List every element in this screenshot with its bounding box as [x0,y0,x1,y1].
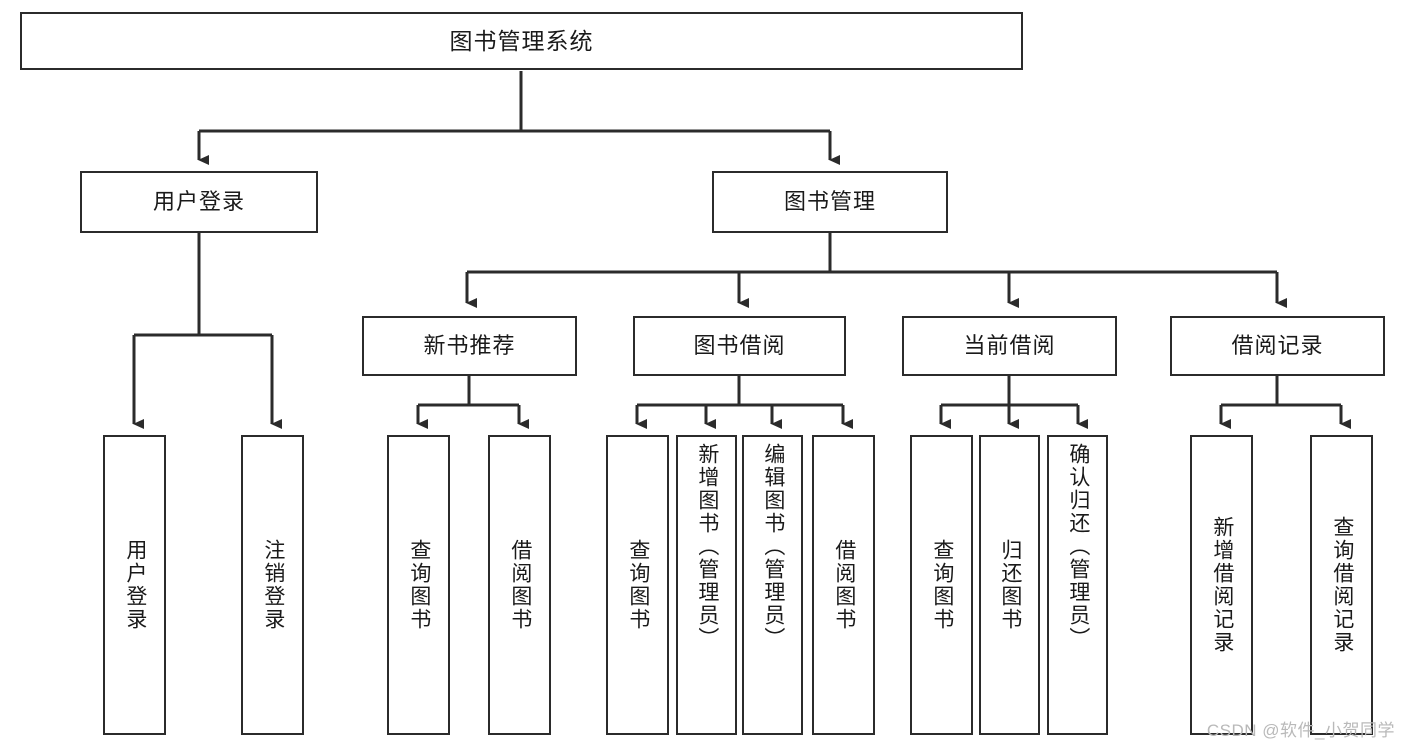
node-current-borrow[interactable]: 当前借阅 [902,316,1117,376]
node-label: 新增借阅记录 [1210,516,1234,654]
node-new-book-recommend[interactable]: 新书推荐 [362,316,577,376]
leaf-logout-login[interactable]: 注销登录 [241,435,304,735]
node-root-system[interactable]: 图书管理系统 [20,12,1023,70]
node-label: 查询图书 [407,539,431,631]
node-book-borrow[interactable]: 图书借阅 [633,316,846,376]
node-label: 借阅图书 [832,539,856,631]
node-label: 当前借阅 [963,333,1056,359]
csdn-watermark: CSDN @软件_小贺同学 [1206,721,1395,740]
node-label: 图书管理系统 [449,27,594,54]
leaf-user-login[interactable]: 用户登录 [103,435,166,735]
leaf-query-books-recommend[interactable]: 查询图书 [387,435,450,735]
leaf-add-borrow-record[interactable]: 新增借阅记录 [1190,435,1253,735]
leaf-add-book-admin[interactable]: 新增图书（管理员） [676,435,737,735]
node-label: 图书管理 [783,189,876,215]
node-label: 用户登录 [152,189,245,215]
leaf-return-books[interactable]: 归还图书 [979,435,1040,735]
leaf-query-borrow-record[interactable]: 查询借阅记录 [1310,435,1373,735]
node-label: 新书推荐 [423,333,516,359]
node-label: 查询图书 [930,539,954,631]
leaf-confirm-return-admin[interactable]: 确认归还（管理员） [1047,435,1108,735]
node-label: 借阅图书 [508,539,532,631]
node-label: 编辑图书（管理员） [761,443,785,650]
node-label: 查询借阅记录 [1330,516,1354,654]
node-label: 新增图书（管理员） [695,443,719,650]
node-label: 用户登录 [123,539,147,631]
node-label: 借阅记录 [1231,333,1324,359]
node-label: 归还图书 [998,539,1022,631]
leaf-borrow-books[interactable]: 借阅图书 [812,435,875,735]
node-label: 图书借阅 [693,333,786,359]
leaf-query-books-current[interactable]: 查询图书 [910,435,973,735]
node-book-management[interactable]: 图书管理 [712,171,948,233]
node-label: 查询图书 [626,539,650,631]
leaf-edit-book-admin[interactable]: 编辑图书（管理员） [742,435,803,735]
node-label: 注销登录 [261,539,285,631]
node-borrow-records[interactable]: 借阅记录 [1170,316,1385,376]
leaf-query-books-borrow[interactable]: 查询图书 [606,435,669,735]
node-user-login[interactable]: 用户登录 [80,171,318,233]
node-label: 确认归还（管理员） [1066,443,1090,650]
leaf-borrow-books-recommend[interactable]: 借阅图书 [488,435,551,735]
